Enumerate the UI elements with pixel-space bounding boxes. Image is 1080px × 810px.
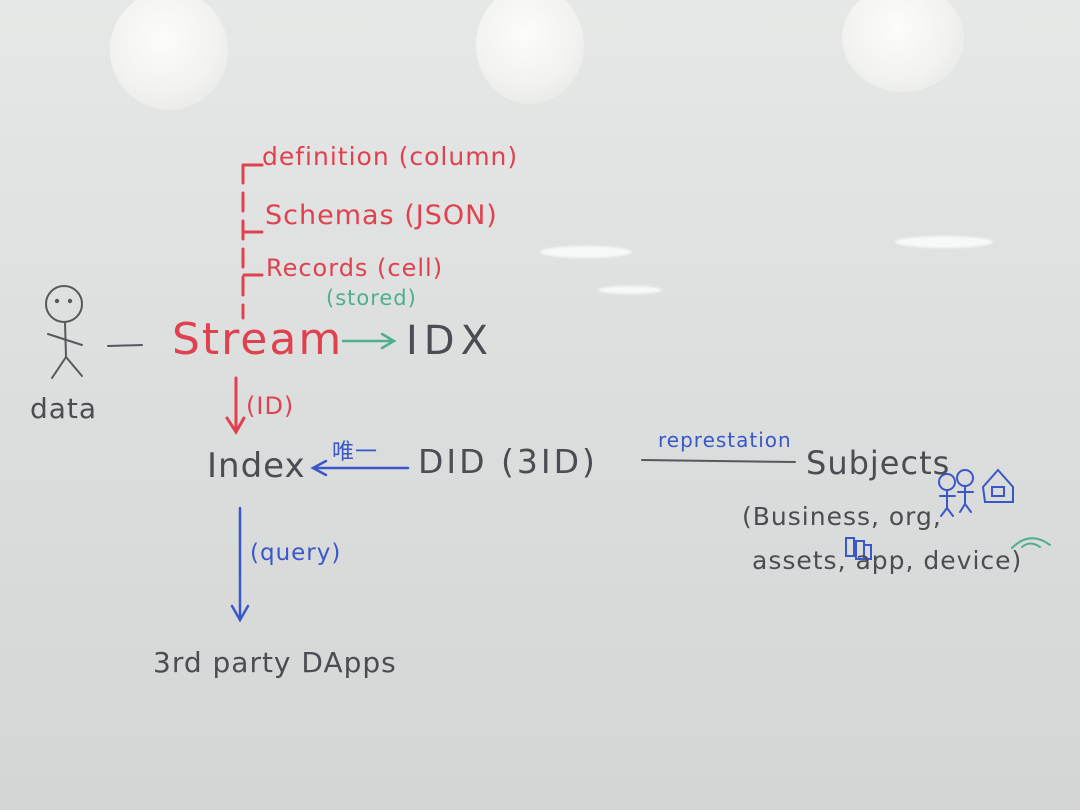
definition-label: definition (column) <box>262 142 519 171</box>
records-label: Records (cell) <box>266 254 444 282</box>
schemas-label: Schemas (JSON) <box>265 200 498 231</box>
unique-label: 唯一 <box>332 440 379 465</box>
wifi-icon <box>1011 537 1051 549</box>
representation-label: represtation <box>658 428 792 452</box>
query-label: (query) <box>250 540 342 566</box>
subjects-examples-line1: (Business, org, <box>742 502 942 531</box>
did-label: DID (3ID) <box>418 442 598 481</box>
ceiling-lamp-right <box>842 0 964 92</box>
dapps-label: 3rd party DApps <box>153 646 397 679</box>
light-reflection <box>540 246 632 258</box>
devices-icon <box>845 537 872 560</box>
subjects-label: Subjects <box>806 444 951 482</box>
index-label: Index <box>207 446 306 486</box>
light-reflection <box>895 236 993 248</box>
data-label: data <box>30 392 98 425</box>
stream-label: Stream <box>172 314 344 365</box>
id-label: (ID) <box>246 392 295 420</box>
subjects-examples-line2: assets, app, device) <box>752 546 1023 575</box>
stored-label: (stored) <box>326 286 417 310</box>
stick-figure-icon <box>45 285 143 379</box>
ceiling-lamp-left <box>110 0 228 110</box>
people-house-icon <box>938 468 1014 517</box>
idx-label: IDX <box>406 318 494 364</box>
light-reflection <box>598 286 662 294</box>
ceiling-lamp-center <box>476 0 584 104</box>
